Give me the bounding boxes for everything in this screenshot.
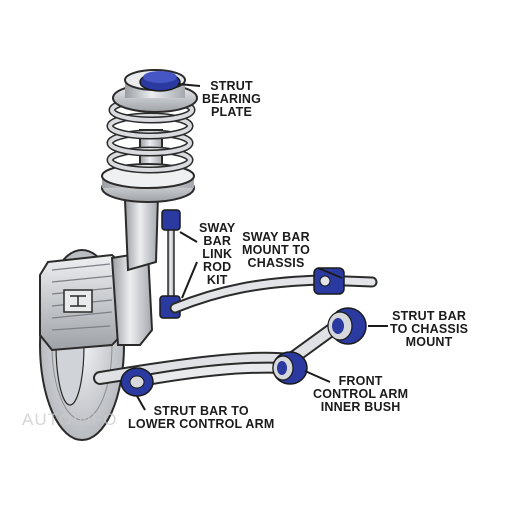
strut-bar-chassis-bush (327, 307, 367, 345)
label-front-control-arm-inner-bush: FRONT CONTROL ARM INNER BUSH (313, 374, 409, 414)
label-sway-bar-mount-to-chassis: SWAY BAR MOUNT TO CHASSIS (242, 230, 311, 270)
strut-bar-lower-arm-bush (120, 367, 154, 397)
front-control-arm-inner-bush (272, 351, 308, 385)
label-strut-bar-to-chassis-mount: STRUT BAR TO CHASSIS MOUNT (390, 309, 469, 349)
label-sway-bar-link-rod-kit: SWAY BAR LINK ROD KIT (199, 221, 236, 287)
label-strut-bar-to-lower-control-arm: STRUT BAR TO LOWER CONTROL ARM (128, 404, 275, 431)
label-strut-bearing-plate: STRUT BEARING PLATE (202, 79, 262, 119)
watermark: AUTOINFO (22, 410, 118, 429)
strut-bearing-plate-bush (139, 71, 181, 92)
brake-caliper (39, 253, 127, 352)
sway-bar (169, 267, 378, 314)
leader-lines (136, 83, 388, 411)
coil-spring (101, 96, 196, 203)
